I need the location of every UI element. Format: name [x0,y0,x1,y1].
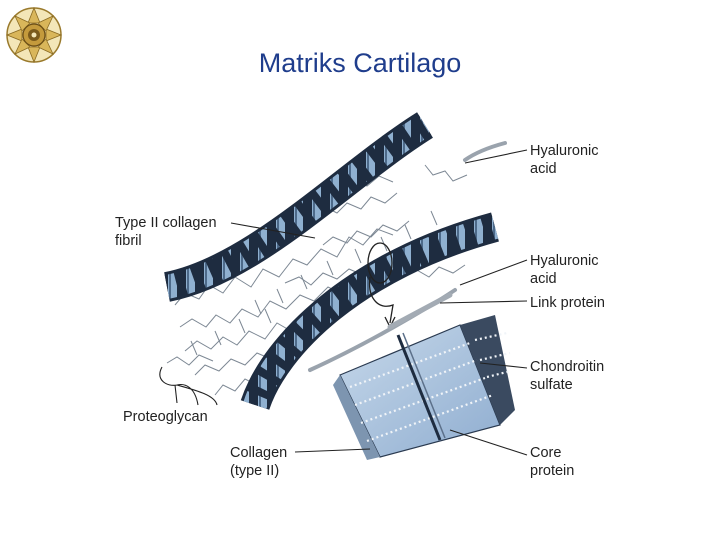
magnify-circle [367,242,393,284]
label-hyaluronic-acid-mid: Hyaluronic [530,253,599,269]
core-protein-line [396,334,442,441]
label-collagen: Collagen [230,445,287,461]
label-type2-collagen-2: fibril [115,233,142,249]
proteoglycan-block [333,315,515,460]
label-proteoglycan: Proteoglycan [123,409,208,425]
label-type2-collagen: Type II collagen [115,215,217,231]
cartilage-matrix-diagram: Hyaluronic acid Type II collagen fibril … [115,112,605,479]
label-core-protein: Core [530,445,561,461]
leader-core-protein [449,429,528,456]
label-link-protein: Link protein [530,295,605,311]
label-hyaluronic-acid-top-2: acid [530,161,557,177]
label-chondroitin-sulfate-2: sulfate [530,377,573,393]
page-title: Matriks Cartilago [258,48,462,78]
proteoglycan-bracket [159,366,218,406]
magnify-arrow [368,276,394,324]
leader-chondroitin [479,362,528,369]
label-hyaluronic-acid-top: Hyaluronic [530,143,599,159]
leader-collagen [294,448,371,453]
label-collagen-2: (type II) [230,463,279,479]
leader-hyaluronic-top [464,149,528,164]
label-chondroitin-sulfate: Chondroitin [530,359,604,375]
leader-type2-collagen [230,222,316,239]
label-hyaluronic-acid-mid-2: acid [530,271,557,287]
label-core-protein-2: protein [530,463,574,479]
link-protein-bar [387,292,453,330]
university-seal-icon [5,6,63,64]
leader-hyaluronic-mid [459,259,528,286]
leader-link-protein [439,300,528,304]
